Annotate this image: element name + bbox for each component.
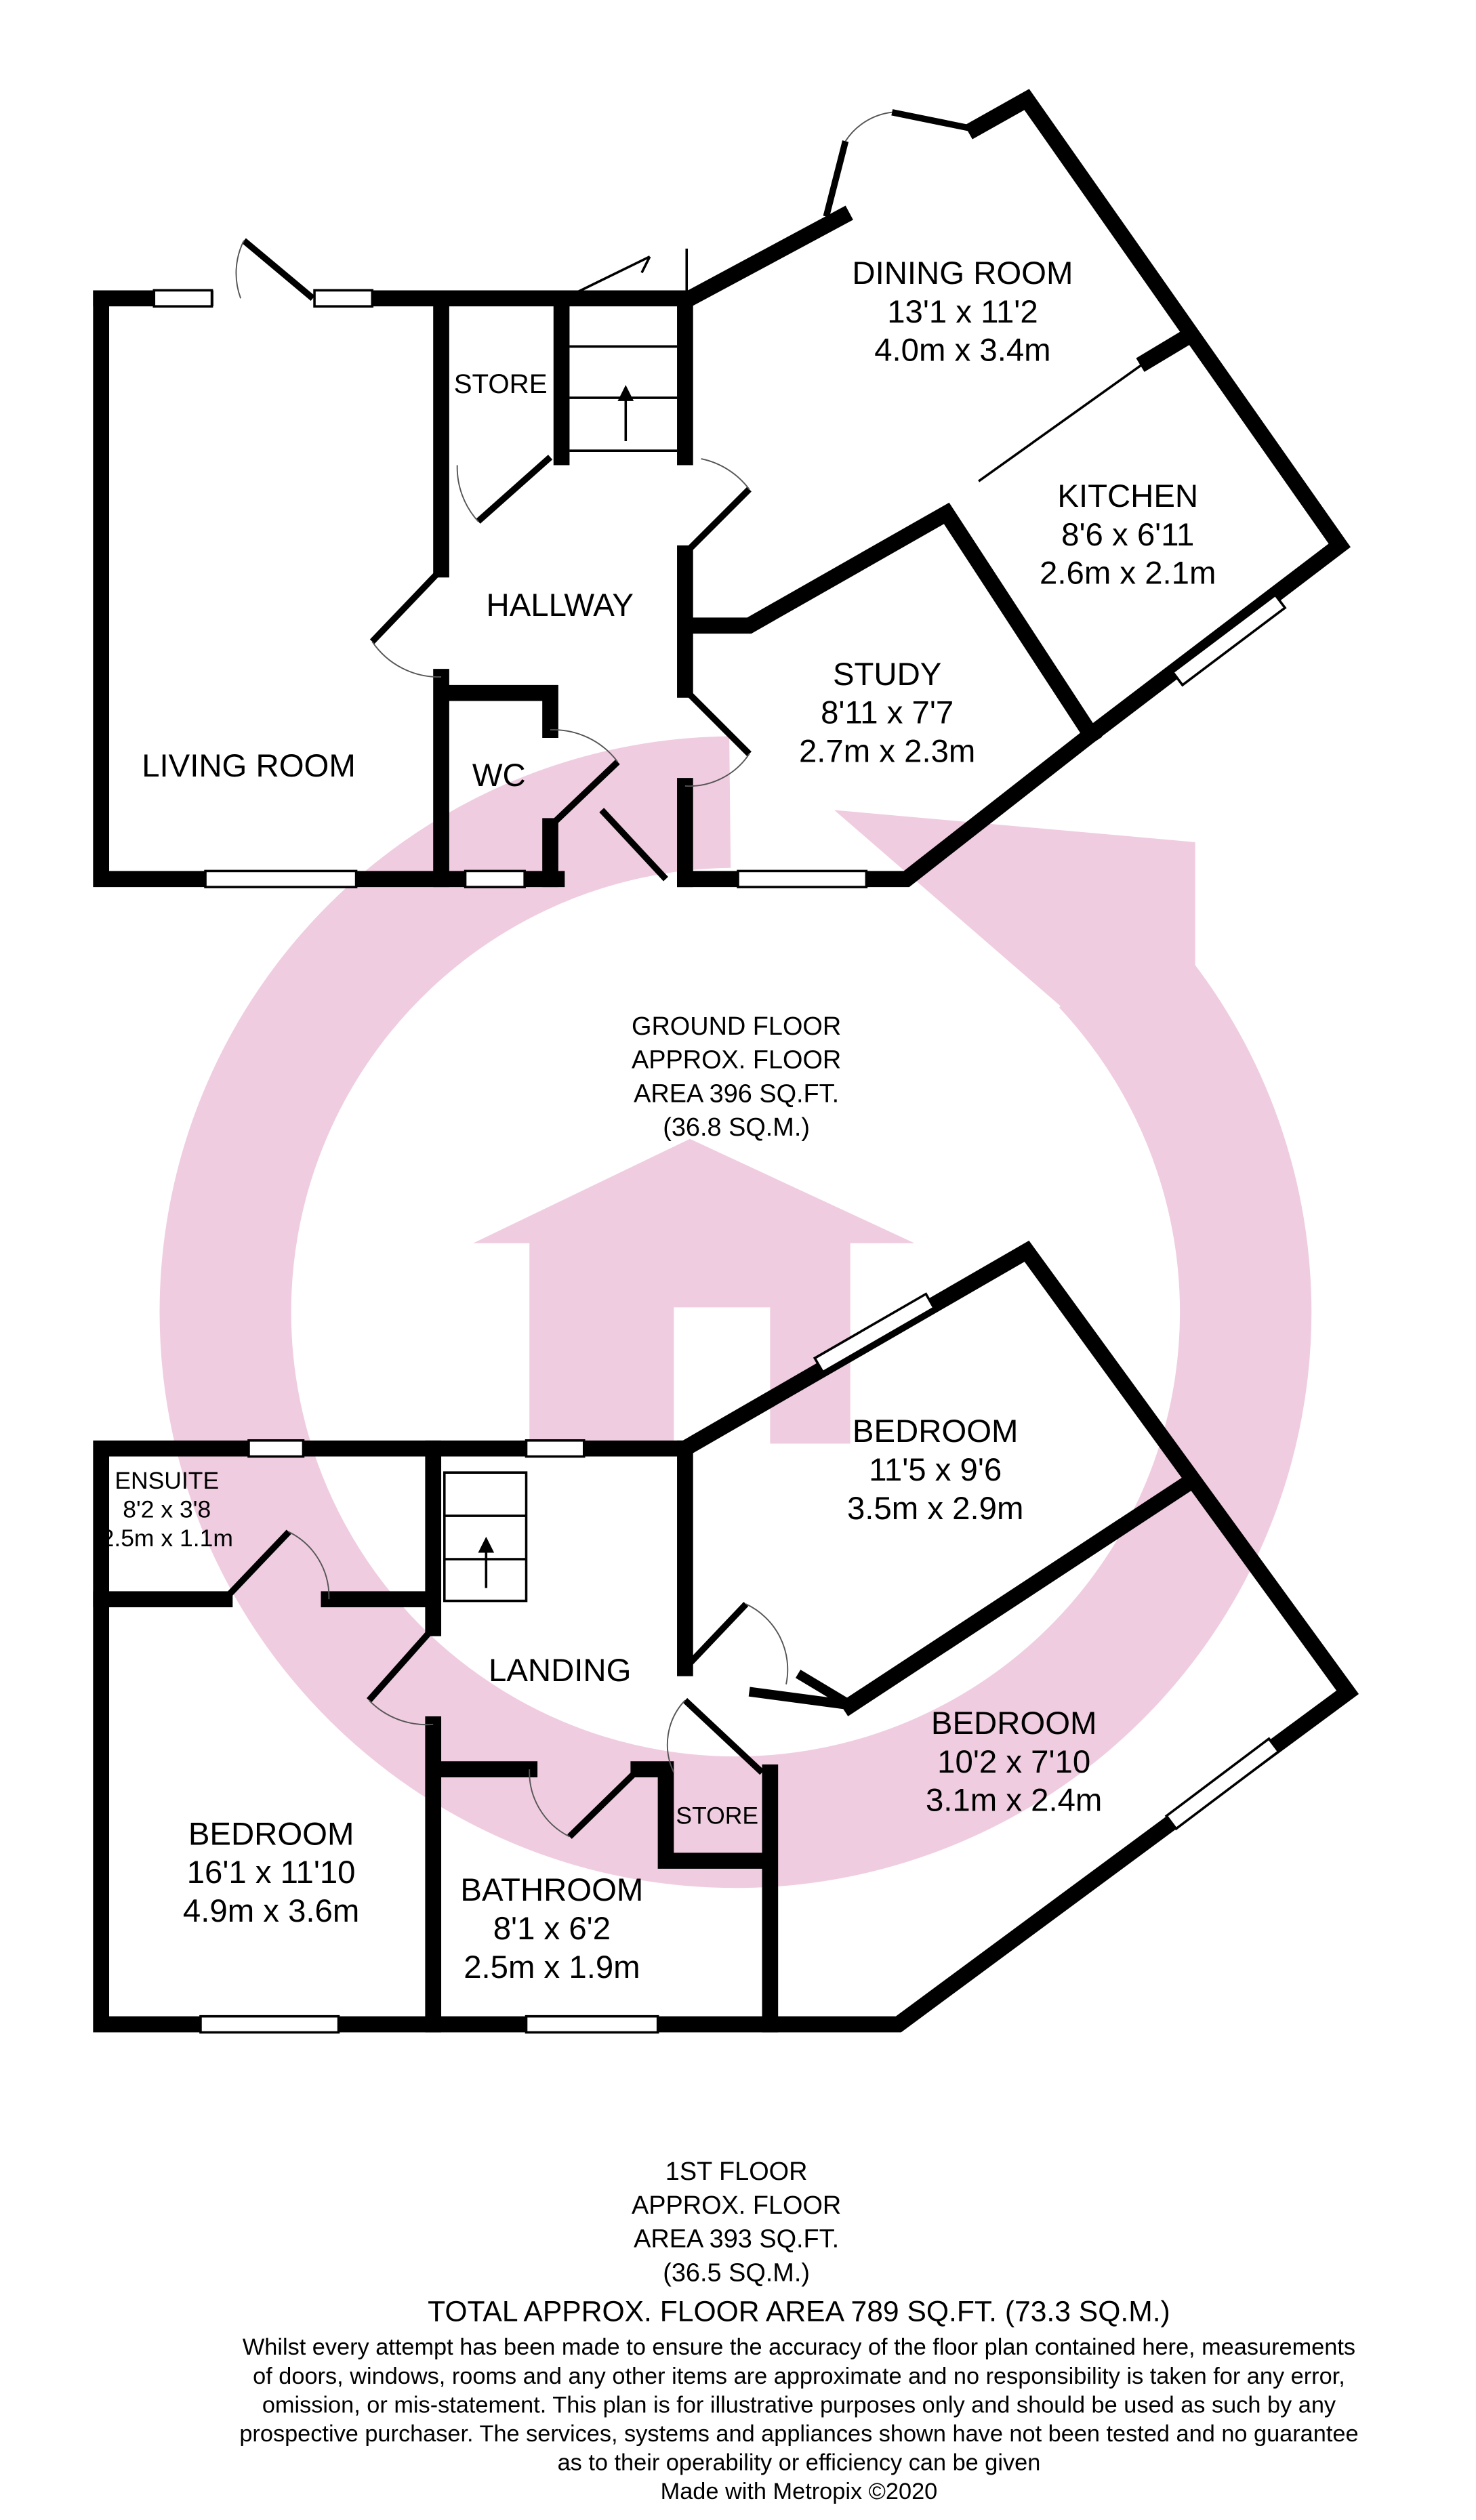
svg-text:(36.5 SQ.M.): (36.5 SQ.M.)	[663, 2258, 810, 2287]
svg-text:2.5m x 1.1m: 2.5m x 1.1m	[101, 1525, 233, 1552]
window	[525, 2015, 659, 2034]
window	[737, 869, 868, 888]
study-label: STUDY 8'11 x 7'7 2.7m x 2.3m	[799, 657, 975, 770]
disclaimer: Whilst every attempt has been made to en…	[239, 2334, 1358, 2475]
credit: Made with Metropix ©2020	[661, 2479, 938, 2504]
svg-text:BATHROOM: BATHROOM	[460, 1872, 643, 1908]
dining-room-label: DINING ROOM 13'1 x 11'2 4.0m x 3.4m	[852, 255, 1073, 369]
stair-arrow-icon	[478, 1536, 495, 1553]
window	[1171, 593, 1287, 687]
ground-floor-plan	[93, 89, 1351, 888]
window	[1164, 1737, 1281, 1831]
svg-text:8'1 x 6'2: 8'1 x 6'2	[493, 1911, 611, 1947]
kitchen-label: KITCHEN 8'6 x 6'11 2.6m x 2.1m	[1040, 478, 1216, 592]
ensuite-label: ENSUITE 8'2 x 3'8 2.5m x 1.1m	[101, 1467, 233, 1552]
svg-text:3.5m x 2.9m: 3.5m x 2.9m	[847, 1491, 1023, 1527]
svg-text:APPROX. FLOOR: APPROX. FLOOR	[632, 1046, 841, 1075]
window	[525, 1439, 586, 1458]
svg-text:13'1 x 11'2: 13'1 x 11'2	[887, 294, 1038, 330]
svg-text:4.0m x 3.4m: 4.0m x 3.4m	[874, 333, 1050, 369]
svg-text:8'6 x 6'11: 8'6 x 6'11	[1061, 517, 1194, 553]
svg-text:8'11 x 7'7: 8'11 x 7'7	[821, 695, 954, 731]
svg-text:16'1 x 11'10: 16'1 x 11'10	[187, 1855, 356, 1891]
logo-watermark	[159, 736, 1312, 1888]
living-room-label: LIVING ROOM	[142, 748, 356, 784]
svg-text:4.9m x 3.6m: 4.9m x 3.6m	[183, 1893, 359, 1929]
logo-arrowhead-icon	[834, 810, 1195, 1123]
total-area: TOTAL APPROX. FLOOR AREA 789 SQ.FT. (73.…	[428, 2295, 1170, 2328]
svg-text:8'2 x 3'8: 8'2 x 3'8	[123, 1495, 211, 1523]
store-label: STORE	[676, 1802, 758, 1830]
svg-text:BEDROOM: BEDROOM	[931, 1706, 1097, 1741]
bedroom-1-label: BEDROOM 11'5 x 9'6 3.5m x 2.9m	[847, 1413, 1023, 1527]
window	[152, 289, 213, 308]
first-floor-plan	[93, 1240, 1359, 2034]
svg-text:prospective purchaser. The ser: prospective purchaser. The services, sys…	[239, 2421, 1358, 2447]
first-floor-area: 1ST FLOOR APPROX. FLOOR AREA 393 SQ.FT. …	[632, 2157, 841, 2287]
window	[204, 869, 358, 888]
svg-text:BEDROOM: BEDROOM	[853, 1413, 1019, 1449]
ground-floor-area: GROUND FLOOR APPROX. FLOOR AREA 396 SQ.F…	[632, 1012, 841, 1142]
window	[813, 1292, 936, 1374]
svg-text:GROUND FLOOR: GROUND FLOOR	[632, 1012, 841, 1041]
svg-text:2.6m x 2.1m: 2.6m x 2.1m	[1040, 556, 1216, 592]
svg-text:1ST FLOOR: 1ST FLOOR	[665, 2157, 808, 2186]
svg-text:BEDROOM: BEDROOM	[188, 1816, 354, 1852]
svg-text:2.5m x 1.9m: 2.5m x 1.9m	[464, 1949, 640, 1985]
svg-text:as to their operability or eff: as to their operability or efficiency ca…	[558, 2450, 1041, 2476]
svg-text:2.7m x 2.3m: 2.7m x 2.3m	[799, 733, 975, 769]
stair-arrow-icon	[617, 385, 634, 401]
window	[464, 869, 526, 888]
svg-text:AREA 396 SQ.FT.: AREA 396 SQ.FT.	[634, 1079, 839, 1108]
window	[313, 289, 374, 308]
svg-text:APPROX. FLOOR: APPROX. FLOOR	[632, 2191, 841, 2220]
svg-text:3.1m x 2.4m: 3.1m x 2.4m	[926, 1783, 1102, 1819]
svg-text:DINING ROOM: DINING ROOM	[852, 255, 1073, 291]
svg-text:Whilst every attempt has been: Whilst every attempt has been made to en…	[243, 2334, 1355, 2360]
window	[247, 1439, 305, 1458]
hallway-label: HALLWAY	[487, 587, 634, 623]
wc-label: WC	[472, 758, 526, 793]
svg-text:AREA 393 SQ.FT.: AREA 393 SQ.FT.	[634, 2225, 839, 2254]
svg-text:10'2 x 7'10: 10'2 x 7'10	[937, 1744, 1090, 1780]
svg-text:STUDY: STUDY	[833, 657, 941, 693]
logo-ring	[159, 736, 1312, 1888]
logo-house-icon	[473, 1138, 915, 1444]
svg-text:KITCHEN: KITCHEN	[1057, 478, 1198, 514]
svg-text:(36.8 SQ.M.): (36.8 SQ.M.)	[663, 1113, 810, 1142]
landing-label: LANDING	[489, 1653, 631, 1689]
store-label: STORE	[454, 369, 548, 399]
svg-text:of doors, windows, rooms and a: of doors, windows, rooms and any other i…	[253, 2363, 1345, 2389]
svg-text:11'5 x 9'6: 11'5 x 9'6	[869, 1452, 1002, 1488]
svg-text:omission, or mis-statement. Th: omission, or mis-statement. This plan is…	[262, 2392, 1336, 2418]
bedroom-3-label: BEDROOM 16'1 x 11'10 4.9m x 3.6m	[183, 1816, 359, 1929]
bedroom-2-label: BEDROOM 10'2 x 7'10 3.1m x 2.4m	[926, 1706, 1102, 1819]
svg-text:ENSUITE: ENSUITE	[115, 1467, 219, 1494]
bathroom-label: BATHROOM 8'1 x 6'2 2.5m x 1.9m	[460, 1872, 643, 1985]
window	[199, 2015, 340, 2034]
